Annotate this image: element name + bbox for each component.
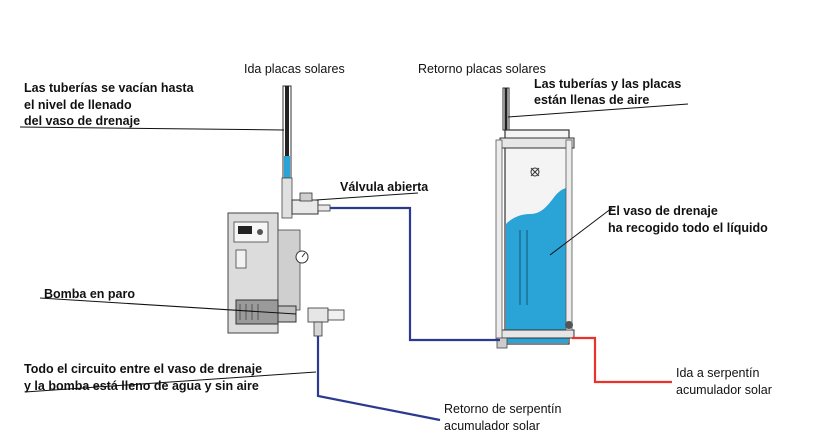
label-valvula: Válvula abierta: [340, 180, 429, 194]
label-ida-serpentin-2: acumulador solar: [676, 383, 772, 397]
control-panel-icon: [233, 221, 269, 243]
pressure-gauge-icon: [295, 250, 309, 264]
blue-pipes: [316, 206, 500, 422]
label-circuito-2: y la bomba está lleno de agua y sin aire: [24, 379, 259, 393]
label-retorno-placas: Retorno placas solares: [418, 62, 546, 76]
ida-placas-pipe: [281, 85, 293, 219]
label-vaso-2: ha recogido todo el líquido: [608, 221, 768, 235]
label-ida-placas: Ida placas solares: [244, 62, 345, 76]
pump-station: [227, 192, 345, 337]
label-tuberias-placas-1: Las tuberías y las placas: [534, 77, 681, 91]
label-tuberias-vacian-2: el nivel de llenado: [24, 98, 132, 112]
red-pipe: [572, 336, 672, 384]
valve-icon: [291, 192, 331, 215]
label-circuito-1: Todo el circuito entre el vaso de drenaj…: [24, 362, 262, 376]
label-retorno-serpentin-2: acumulador solar: [444, 419, 540, 433]
label-ida-serpentin-1: Ida a serpentín: [676, 366, 759, 380]
fan-icon: [530, 167, 540, 177]
drainback-vessel: [495, 129, 575, 349]
vessel-water: [506, 188, 568, 343]
label-vaso-1: El vaso de drenaje: [608, 204, 718, 218]
label-bomba: Bomba en paro: [44, 287, 135, 301]
retorno-placas-pipe: [502, 87, 510, 131]
label-tuberias-placas-2: están llenas de aire: [534, 93, 649, 107]
leader-lines: [19, 103, 689, 393]
label-tuberias-vacian-3: del vaso de drenaje: [24, 114, 140, 128]
label-retorno-serpentin-1: Retorno de serpentín: [444, 402, 561, 416]
label-tuberias-vacian-1: Las tuberías se vacían hasta: [24, 81, 195, 95]
